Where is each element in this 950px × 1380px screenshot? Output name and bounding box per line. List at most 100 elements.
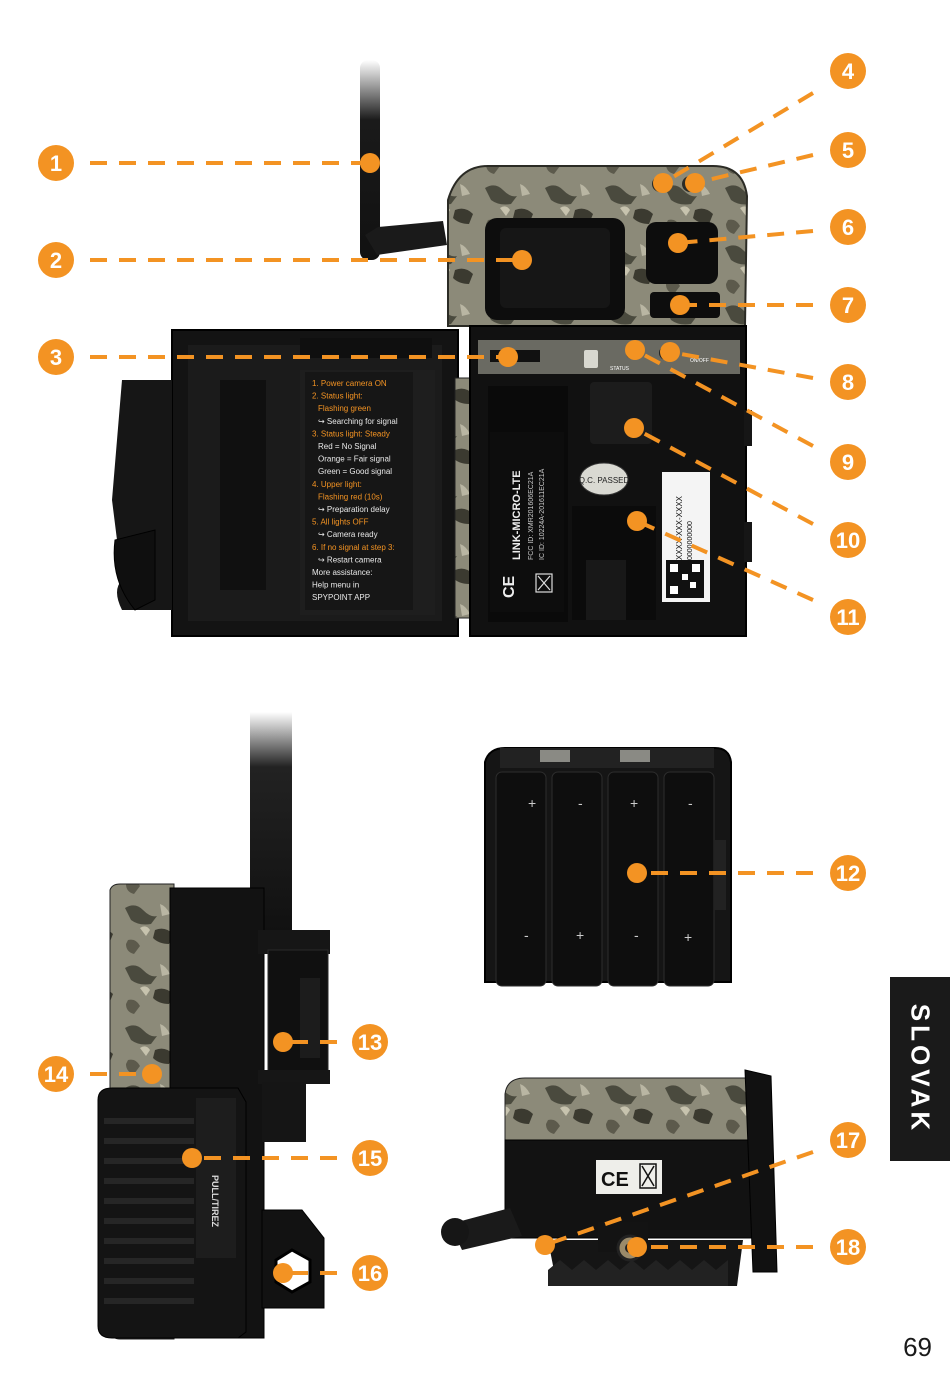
qc-sticker: Q.C. PASSED <box>579 462 630 496</box>
callout-number-5: 5 <box>842 138 854 163</box>
callout-badge-11 <box>830 599 866 635</box>
side-view-illustration: PULL/TIREZ <box>97 712 330 1340</box>
pull-tab-label: PULL/TIREZ <box>210 1175 220 1227</box>
callout-leader-4 <box>661 91 815 185</box>
callout-leader-8 <box>669 350 814 380</box>
ir-sensor <box>646 222 718 284</box>
polarity-plus-2: + <box>630 795 638 811</box>
callout-dot-17 <box>535 1235 555 1255</box>
instruction-line: Flashing green <box>318 404 371 413</box>
callout-dot-13 <box>273 1032 293 1052</box>
callout-dot-16 <box>273 1263 293 1283</box>
callout-leader-11 <box>636 519 814 602</box>
battery-tray-illustration: + - + - - + - + <box>484 747 732 987</box>
qc-text: Q.C. PASSED <box>579 476 630 485</box>
instruction-line: ↪ Restart camera <box>318 555 382 564</box>
serial-text-2: 0000000000 <box>687 521 694 560</box>
callout-number-12: 12 <box>836 861 860 886</box>
callout-number-9: 9 <box>842 450 854 475</box>
callout-dot-11 <box>627 511 647 531</box>
callout-number-6: 6 <box>842 215 854 240</box>
fcc-text: FCC ID: XMR201606EC21A <box>528 471 535 560</box>
instruction-line: Help menu in <box>312 581 359 590</box>
polarity-minus-3: - <box>524 927 529 943</box>
callout-dot-5 <box>685 173 705 193</box>
callout-badge-12 <box>830 855 866 891</box>
instruction-line: 1. Power camera ON <box>312 379 387 388</box>
callout-badge-13 <box>352 1024 388 1060</box>
callout-badge-17 <box>830 1122 866 1158</box>
callout-dot-9 <box>625 340 645 360</box>
language-tab-label: SLOVAK <box>905 1003 936 1135</box>
callout-badge-7 <box>830 287 866 323</box>
ic-text: IC ID: 10224A-201611EC21A <box>539 468 546 560</box>
callout-leader-17 <box>544 1150 814 1247</box>
callout-number-16: 16 <box>358 1261 382 1286</box>
instruction-line: ↪ Camera ready <box>318 530 378 539</box>
callout-badge-8 <box>830 364 866 400</box>
callout-leaders <box>90 91 815 1275</box>
instruction-line: Green = Good signal <box>318 467 392 476</box>
instruction-line: 5. All lights OFF <box>312 518 369 527</box>
instruction-line: 6. If no signal at step 3: <box>312 543 395 552</box>
callout-leader-6 <box>677 229 814 245</box>
instruction-line: 2. Status light: <box>312 392 363 401</box>
polarity-plus-1: + <box>528 795 536 811</box>
product-label: LINK-MICRO-LTE FCC ID: XMR201606EC21A IC… <box>490 432 564 612</box>
callout-badge-4 <box>830 53 866 89</box>
callout-badge-18 <box>830 1229 866 1265</box>
bottom-ce-mark: CE <box>601 1169 629 1191</box>
sim-compartment <box>590 382 652 444</box>
polarity-plus-3: + <box>576 927 584 943</box>
callout-dot-18 <box>627 1237 647 1257</box>
callout-badge-10 <box>830 522 866 558</box>
callout-dot-15 <box>182 1148 202 1168</box>
open-camera-illustration: 1. Power camera ON 2. Status light: Flashi… <box>112 60 752 637</box>
callout-dot-10 <box>624 418 644 438</box>
callout-leader-5 <box>694 153 814 185</box>
callout-dot-3 <box>498 347 518 367</box>
callout-number-4: 4 <box>842 59 855 84</box>
callout-number-14: 14 <box>44 1062 69 1087</box>
instruction-line: Flashing red (10s) <box>318 492 383 501</box>
callout-number-17: 17 <box>836 1128 860 1153</box>
instruction-line: Orange = Fair signal <box>318 455 391 464</box>
bottom-view-illustration: CE <box>441 1069 778 1286</box>
page-number: 69 <box>903 1332 932 1362</box>
door-instruction-sticker: 1. Power camera ON 2. Status light: Flashi… <box>305 372 413 610</box>
callout-number-1: 1 <box>50 151 62 176</box>
instruction-line: ↪ Searching for signal <box>318 417 398 426</box>
on-off-label: ON/OFF <box>690 358 709 364</box>
callout-number-11: 11 <box>836 605 859 630</box>
instruction-line: 4. Upper light: <box>312 480 362 489</box>
serial-text: XXXX-XXX-XXXX <box>675 495 684 560</box>
callout-number-2: 2 <box>50 248 62 273</box>
callout-number-15: 15 <box>358 1146 382 1171</box>
callout-dot-12 <box>627 863 647 883</box>
callout-dot-1 <box>360 153 380 173</box>
callout-badge-3 <box>38 339 74 375</box>
callout-number-7: 7 <box>842 293 854 318</box>
callout-dot-6 <box>668 233 688 253</box>
callout-number-18: 18 <box>836 1235 860 1260</box>
callout-dot-4 <box>653 173 673 193</box>
callout-badge-14 <box>38 1056 74 1092</box>
polarity-plus-4: + <box>684 929 692 945</box>
callout-dot-8 <box>660 342 680 362</box>
callout-dots <box>142 153 705 1283</box>
callout-leader-9 <box>634 348 814 448</box>
instruction-line: 3. Status light: Steady <box>312 429 390 438</box>
model-text: LINK-MICRO-LTE <box>511 470 523 560</box>
polarity-minus-1: - <box>578 795 583 811</box>
instruction-line: ↪ Preparation delay <box>318 505 390 514</box>
polarity-minus-4: - <box>634 927 639 943</box>
ce-mark: CE <box>501 575 518 598</box>
callout-badge-16 <box>352 1255 388 1291</box>
weee-icon <box>535 573 553 593</box>
polarity-minus-2: - <box>688 795 693 811</box>
status-label: STATUS <box>610 366 630 372</box>
callout-badge-9 <box>830 444 866 480</box>
callout-dot-14 <box>142 1064 162 1084</box>
